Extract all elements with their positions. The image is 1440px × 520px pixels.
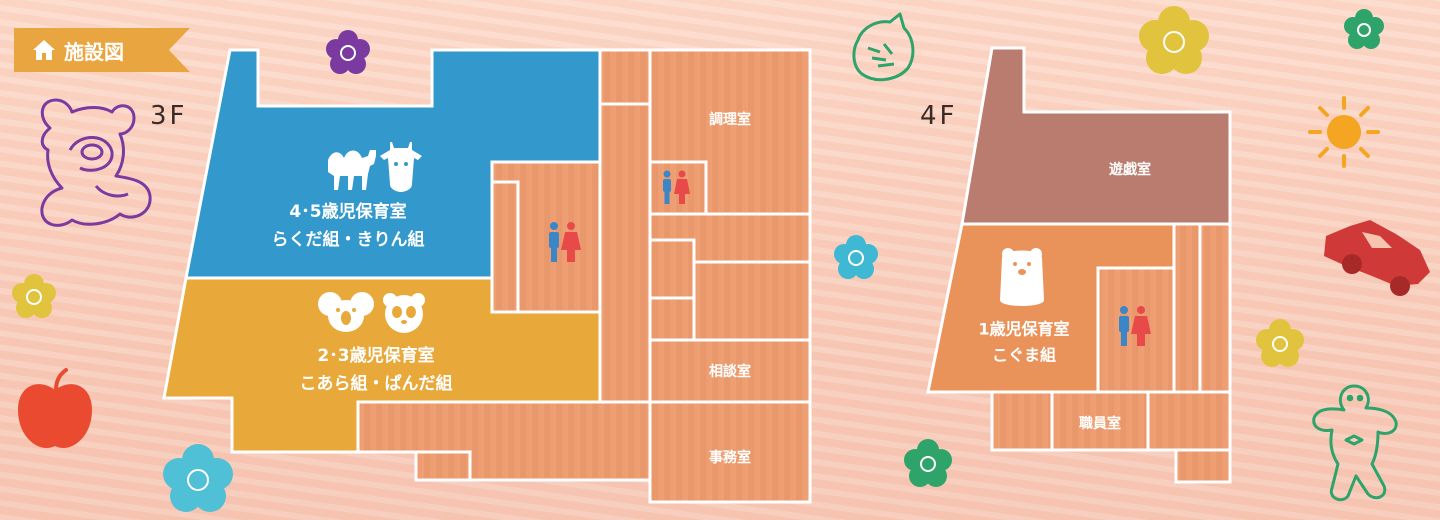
- flower-icon: [326, 30, 370, 74]
- room-label-office: 事務室: [709, 449, 751, 466]
- floor-label-3f: 3F: [150, 101, 188, 131]
- room-play: [960, 46, 1232, 226]
- toy-car-icon: [1324, 220, 1430, 296]
- apple-icon: [18, 368, 92, 449]
- wood-block: [1174, 448, 1232, 484]
- restroom-icon: [663, 170, 690, 204]
- room-label-staff: 職員室: [1079, 415, 1121, 432]
- room-label-1-year-line2: こぐま組: [992, 346, 1056, 365]
- flower-icon: [163, 444, 233, 512]
- flower-icon: [1256, 319, 1304, 367]
- section-title: 施設図: [64, 39, 124, 64]
- room-label-4-5-line1: 4･5歳児保育室: [289, 201, 406, 222]
- flower-icon: [1139, 6, 1209, 74]
- room-office: [648, 400, 812, 504]
- wood-block: [598, 48, 652, 106]
- room-consultation: [648, 338, 812, 404]
- flower-icon: [834, 235, 878, 279]
- room-label-4-5-line2: らくだ組・きりん組: [272, 229, 425, 250]
- room-label-consultation: 相談室: [709, 363, 751, 380]
- wood-block: [490, 180, 520, 314]
- room-label-2-3-line2: こあら組・ぱんだ組: [300, 373, 453, 394]
- floor-label-4f: 4F: [920, 101, 958, 131]
- wood-block: [356, 400, 652, 482]
- restroom-icon: [1119, 306, 1151, 346]
- room-label-kitchen: 調理室: [709, 111, 751, 128]
- flower-icon: [904, 439, 952, 487]
- home-icon: [33, 40, 55, 60]
- sun-icon: [1308, 96, 1380, 168]
- flower-icon: [12, 274, 56, 318]
- polar-bear-icon: [1000, 248, 1044, 306]
- floor-4f: 4F 遊戯室 1歳児保育室 こぐま組 職員室: [920, 46, 1232, 484]
- camel-icon: [328, 150, 376, 190]
- section-title-badge: 施設図: [14, 28, 190, 72]
- wood-block: [598, 48, 652, 404]
- panda-icon: [383, 293, 425, 333]
- gingerbread-man-icon: [1312, 384, 1398, 502]
- cat-face-icon: [852, 12, 915, 82]
- floor-3f: 3F 4･5歳児保育室 らくだ組: [150, 48, 812, 504]
- room-label-1-year-line1: 1歳児保育室: [978, 320, 1069, 339]
- flower-icon: [1344, 9, 1384, 49]
- wood-block: [692, 260, 812, 342]
- giraffe-icon: [380, 142, 422, 192]
- room-label-2-3-line1: 2･3歳児保育室: [317, 345, 434, 366]
- teddy-bear-icon: [40, 98, 152, 227]
- room-label-play: 遊戯室: [1109, 161, 1151, 178]
- wood-block: [414, 450, 472, 482]
- restroom-icon: [549, 222, 581, 262]
- wood-block: [648, 238, 696, 300]
- koala-icon: [318, 292, 374, 332]
- wood-block: [1198, 222, 1232, 394]
